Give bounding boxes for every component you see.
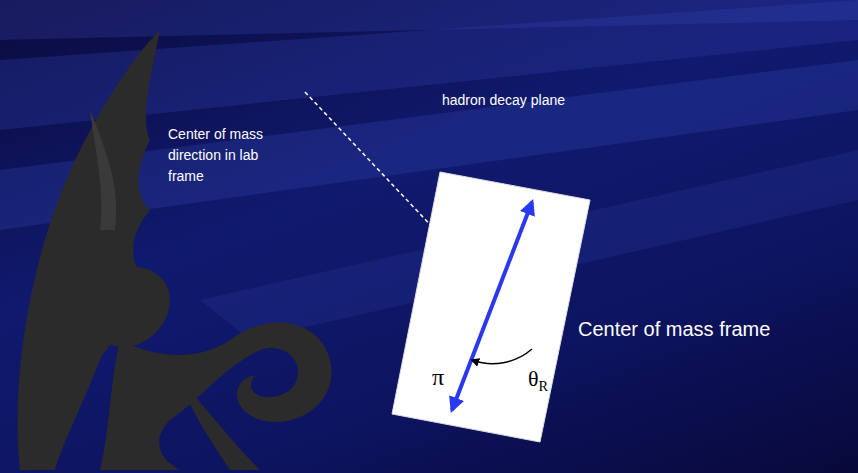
axis-label: Center of mass direction in lab frame (168, 124, 272, 187)
angle-symbol: θR (528, 366, 548, 395)
pion-symbol: π (432, 364, 444, 391)
griffin-logo (18, 30, 332, 470)
frame-label: Center of mass frame (578, 316, 848, 342)
plane-label: hadron decay plane (442, 92, 565, 108)
plane-outline (392, 172, 590, 442)
